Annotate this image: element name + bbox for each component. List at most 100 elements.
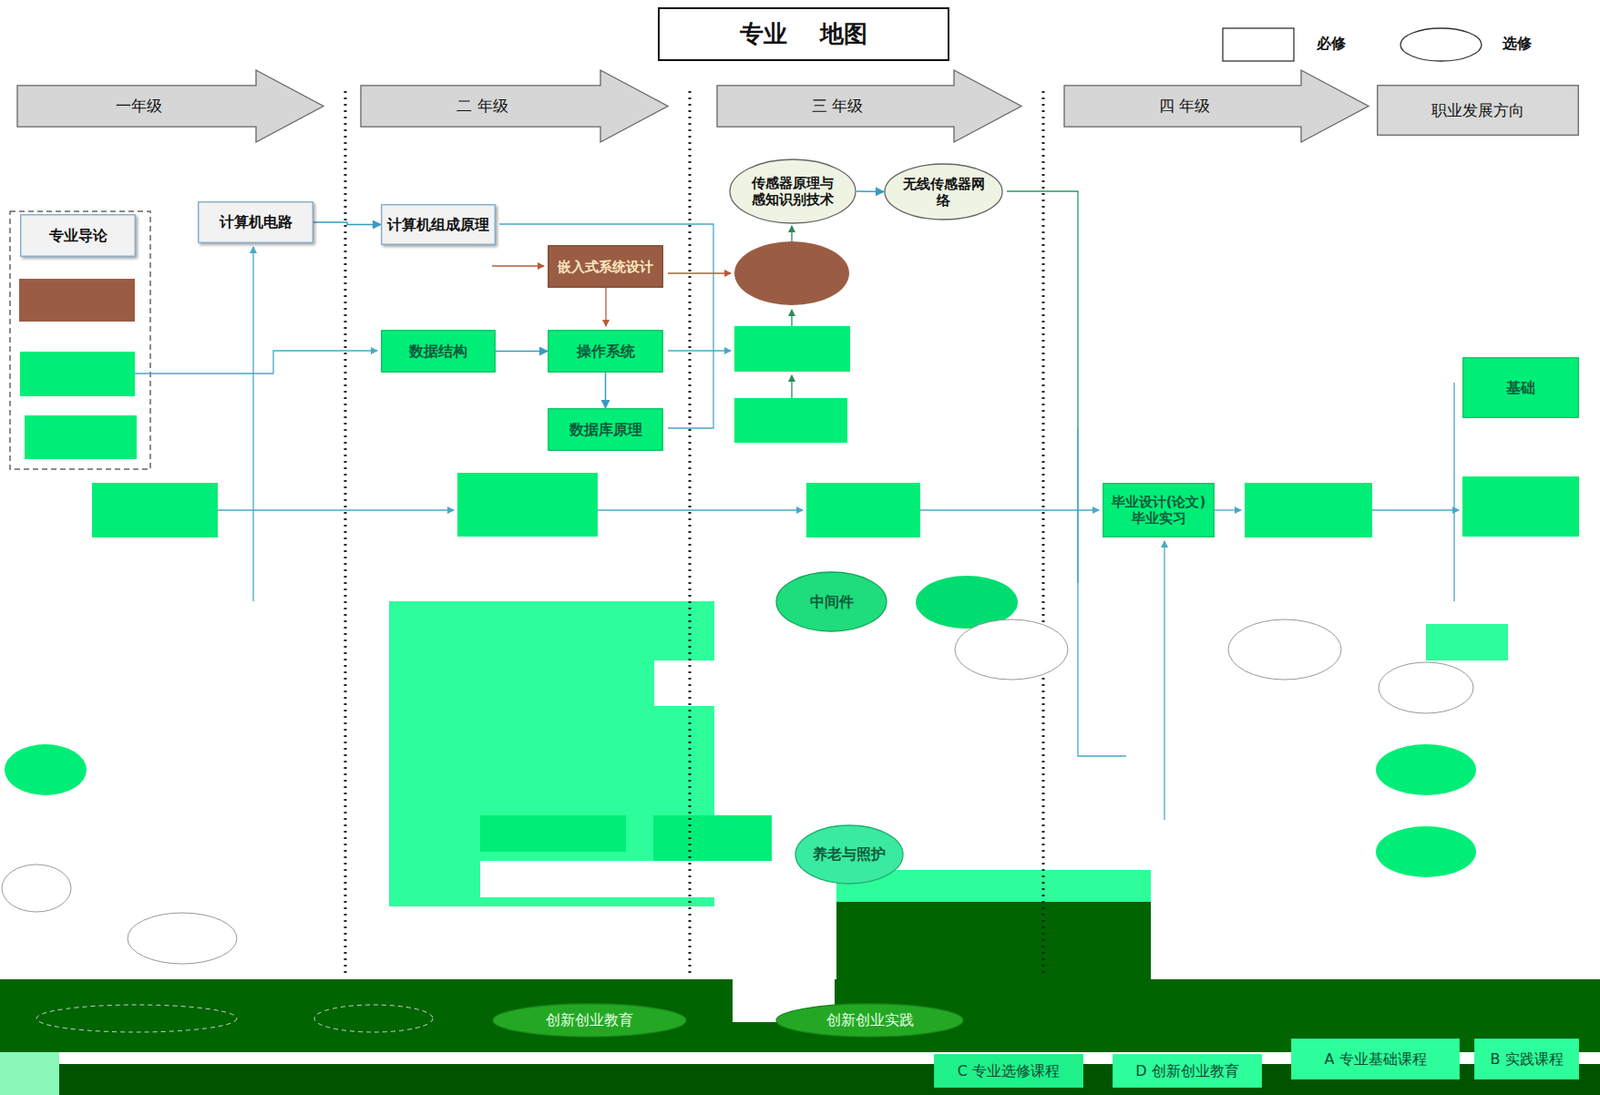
decor-polyline [134, 350, 378, 374]
ellipse-shape [776, 1004, 964, 1037]
node-text: 基础 [1506, 379, 1536, 397]
node-text-area: 毕业设计(论文) 毕业实习 [1106, 485, 1211, 535]
decor-polyline [1077, 428, 1127, 757]
rect-shape [1377, 85, 1580, 136]
decor-ellipse [734, 241, 850, 306]
node-text-area: 创新创业实践 [800, 1007, 940, 1035]
node-text-area: D 创新创业教育 [1116, 1056, 1259, 1086]
node-text: 传感器原理与感知识别技术 [745, 174, 841, 208]
decor-polyline [790, 375, 792, 399]
node-text: 养老与照护 [812, 845, 886, 863]
ellipse-shape [729, 159, 856, 224]
node-text-area: 中间件 [789, 578, 873, 626]
elective-course: 中间件 [775, 571, 888, 633]
decor-rect [10, 211, 151, 470]
node-text: 三 年级 [811, 96, 863, 115]
course-box: A 专业基础课程 [1291, 1038, 1460, 1080]
decor-ellipse [127, 912, 237, 965]
ellipse-shape [795, 825, 903, 884]
elective-course: 创新创业教育 [492, 1003, 688, 1038]
course-box: 嵌入式系统设计 [547, 245, 664, 288]
decor-ellipse [1375, 744, 1477, 796]
decor-ellipse [1375, 826, 1477, 878]
decor-polyline [790, 225, 792, 242]
decor-polyline [252, 246, 254, 602]
elective-course: 无线传感器网络 [883, 163, 1004, 221]
node-text-area: 职业发展方向 [1380, 87, 1576, 134]
decor-polyline [605, 287, 606, 327]
node-text-area: 专业导论 [23, 216, 133, 255]
decor-rect [654, 660, 773, 707]
title-text: 专业 地图 [739, 18, 868, 51]
decor-rect [836, 902, 1151, 980]
node-text: 专业导论 [49, 226, 108, 245]
node-text-area: 计算机组成原理 [384, 206, 493, 243]
decor-ellipse [1228, 619, 1342, 680]
grade-arrow: 三 年级 [716, 69, 1023, 144]
elective-course: 传感器原理与感知识别技术 [728, 158, 857, 225]
node-text-area: 三 年级 [723, 85, 952, 127]
node-text-area: 二 年级 [367, 85, 598, 127]
node-text-area: B 实践课程 [1477, 1041, 1576, 1077]
node-text: D 创新创业教育 [1135, 1062, 1239, 1080]
node-text: 中间件 [810, 593, 854, 611]
node-text-area: 嵌入式系统设计 [551, 247, 660, 286]
node-text: A 专业基础课程 [1323, 1050, 1426, 1068]
node-text-area: 四 年级 [1070, 85, 1299, 127]
decor-polyline [667, 272, 731, 274]
arrow-shape [17, 70, 324, 143]
decor-rect [24, 415, 137, 460]
course-box: C 专业选修课程 [933, 1054, 1084, 1088]
rect-shape [381, 330, 496, 373]
node-text-area: 操作系统 [551, 332, 660, 370]
decor-ellipse [1378, 662, 1474, 714]
decor-polyline [499, 224, 714, 429]
course-box: 专业导论 [20, 214, 136, 257]
arrow-outline [716, 69, 1023, 144]
rect-shape [20, 215, 136, 257]
decor-rect [806, 482, 921, 538]
decor-ellipse [36, 1005, 237, 1033]
decor-rect [480, 815, 626, 852]
node-text: C 专业选修课程 [957, 1062, 1060, 1080]
node-text-area: 养老与照护 [809, 831, 891, 878]
course-box: D 创新创业教育 [1112, 1054, 1262, 1088]
arrow-outline [359, 69, 669, 144]
decor-polyline [667, 349, 731, 351]
decor-rect [732, 867, 835, 1023]
node-text: 计算机组成原理 [387, 215, 490, 234]
leader-lines [134, 191, 1459, 821]
grade-dividers [345, 91, 1044, 975]
blank-course-shapes [1, 211, 1580, 1033]
decor-ellipse [1, 864, 72, 913]
arrow-shape [1064, 70, 1369, 143]
node-text-area: 数据库原理 [551, 410, 660, 449]
grade-arrow: 二 年级 [359, 69, 669, 144]
decor-polyline [597, 509, 803, 511]
grade-arrow: 一年级 [16, 69, 325, 144]
decor-rect [19, 278, 135, 322]
node-text: 一年级 [115, 96, 163, 115]
ground-blocks [0, 601, 1600, 1095]
legend-swatch [1398, 26, 1484, 63]
connector [495, 350, 548, 353]
rect-shape [381, 205, 496, 246]
course-box: 基础 [1462, 357, 1580, 419]
node-text-area: 无线传感器网络 [899, 170, 988, 215]
legend-swatch-shape [1222, 28, 1294, 62]
decor-polyline [1214, 509, 1242, 511]
node-text-area: C 专业选修课程 [937, 1056, 1080, 1086]
node-text: 计算机电路 [219, 213, 293, 231]
legend-text: 必修 [1316, 34, 1346, 54]
decor-rect [92, 482, 218, 538]
decor-ellipse [954, 619, 1068, 680]
node-text: 数据库原理 [569, 420, 643, 439]
node-text: 职业发展方向 [1431, 101, 1525, 120]
rect-shape [934, 1055, 1084, 1088]
rect-shape [548, 409, 664, 452]
decor-polyline [1372, 509, 1459, 511]
elective-course: 创新创业实践 [775, 1003, 965, 1038]
node-text-area: A 专业基础课程 [1294, 1041, 1457, 1077]
course-box: 数据结构 [380, 329, 496, 373]
